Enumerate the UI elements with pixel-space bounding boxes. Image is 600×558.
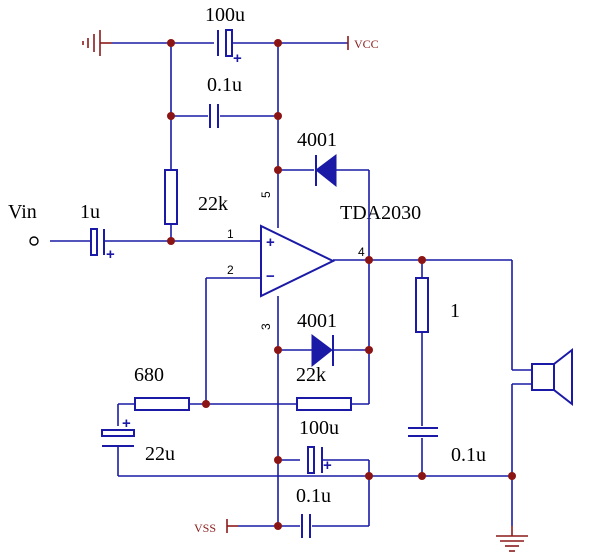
feedback-network: 680 22k + 22u (101, 364, 369, 476)
capacitor-0.1u-top (209, 104, 219, 128)
cap-top-small-label: 0.1u (207, 74, 242, 96)
top-supply-section: + VCC 100u 0.1u (82, 4, 379, 228)
junction-dots (167, 39, 516, 530)
res-680-label: 680 (134, 364, 164, 386)
capacitor-0.1u-bottom (301, 514, 311, 538)
ground-symbol-bottom (496, 526, 528, 552)
cap-bot-big-label: 100u (299, 417, 339, 439)
diode-4001-top: 4001 (278, 129, 369, 188)
ground-symbol-top (82, 30, 112, 56)
vss-label: VSS (194, 521, 216, 535)
capacitor-100u-top: + (217, 29, 242, 67)
speaker-icon (511, 260, 573, 526)
pin5-label: 5 (259, 191, 273, 198)
svg-text:+: + (323, 457, 332, 474)
tda2030-amplifier: + − TDA2030 1 2 3 4 5 (227, 191, 421, 330)
output-network: 1 0.1u (408, 260, 486, 476)
vin-terminal (29, 236, 39, 246)
diode-bottom-label: 4001 (297, 310, 337, 332)
svg-text:+: + (233, 50, 242, 67)
resistor-680 (134, 397, 190, 411)
cap-bot-small-label: 0.1u (296, 485, 331, 507)
non-inverting-sign: + (266, 234, 275, 251)
chip-label: TDA2030 (340, 202, 421, 224)
diode-4001-bottom: 4001 (278, 310, 369, 368)
cap-input-label: 1u (80, 201, 100, 223)
resistor-1ohm (415, 277, 429, 333)
input-section: Vin + 1u 22k (8, 169, 250, 263)
vcc-terminal: VCC (347, 36, 379, 51)
resistor-22k-input (164, 169, 178, 225)
pin2-label: 2 (227, 263, 234, 277)
pin4-label: 4 (358, 245, 365, 259)
vss-terminal: VSS (194, 519, 238, 535)
capacitor-1u-input: + (90, 228, 115, 263)
diode-top-label: 4001 (297, 129, 337, 151)
pin3-label: 3 (259, 323, 273, 330)
vin-label: Vin (8, 201, 37, 223)
res-out-label: 1 (450, 300, 460, 322)
cap-top-big-label: 100u (205, 4, 245, 26)
cap-22u-label: 22u (145, 443, 175, 465)
svg-text:+: + (122, 415, 131, 432)
pin1-label: 1 (227, 227, 234, 241)
inverting-sign: − (266, 268, 275, 285)
res-fb-label: 22k (296, 364, 326, 386)
vcc-label: VCC (354, 37, 379, 51)
svg-text:+: + (106, 246, 115, 263)
cap-out-label: 0.1u (451, 444, 486, 466)
res-input-label: 22k (198, 193, 228, 215)
capacitor-0.1u-output (408, 427, 438, 437)
resistor-22k-feedback (296, 397, 352, 411)
